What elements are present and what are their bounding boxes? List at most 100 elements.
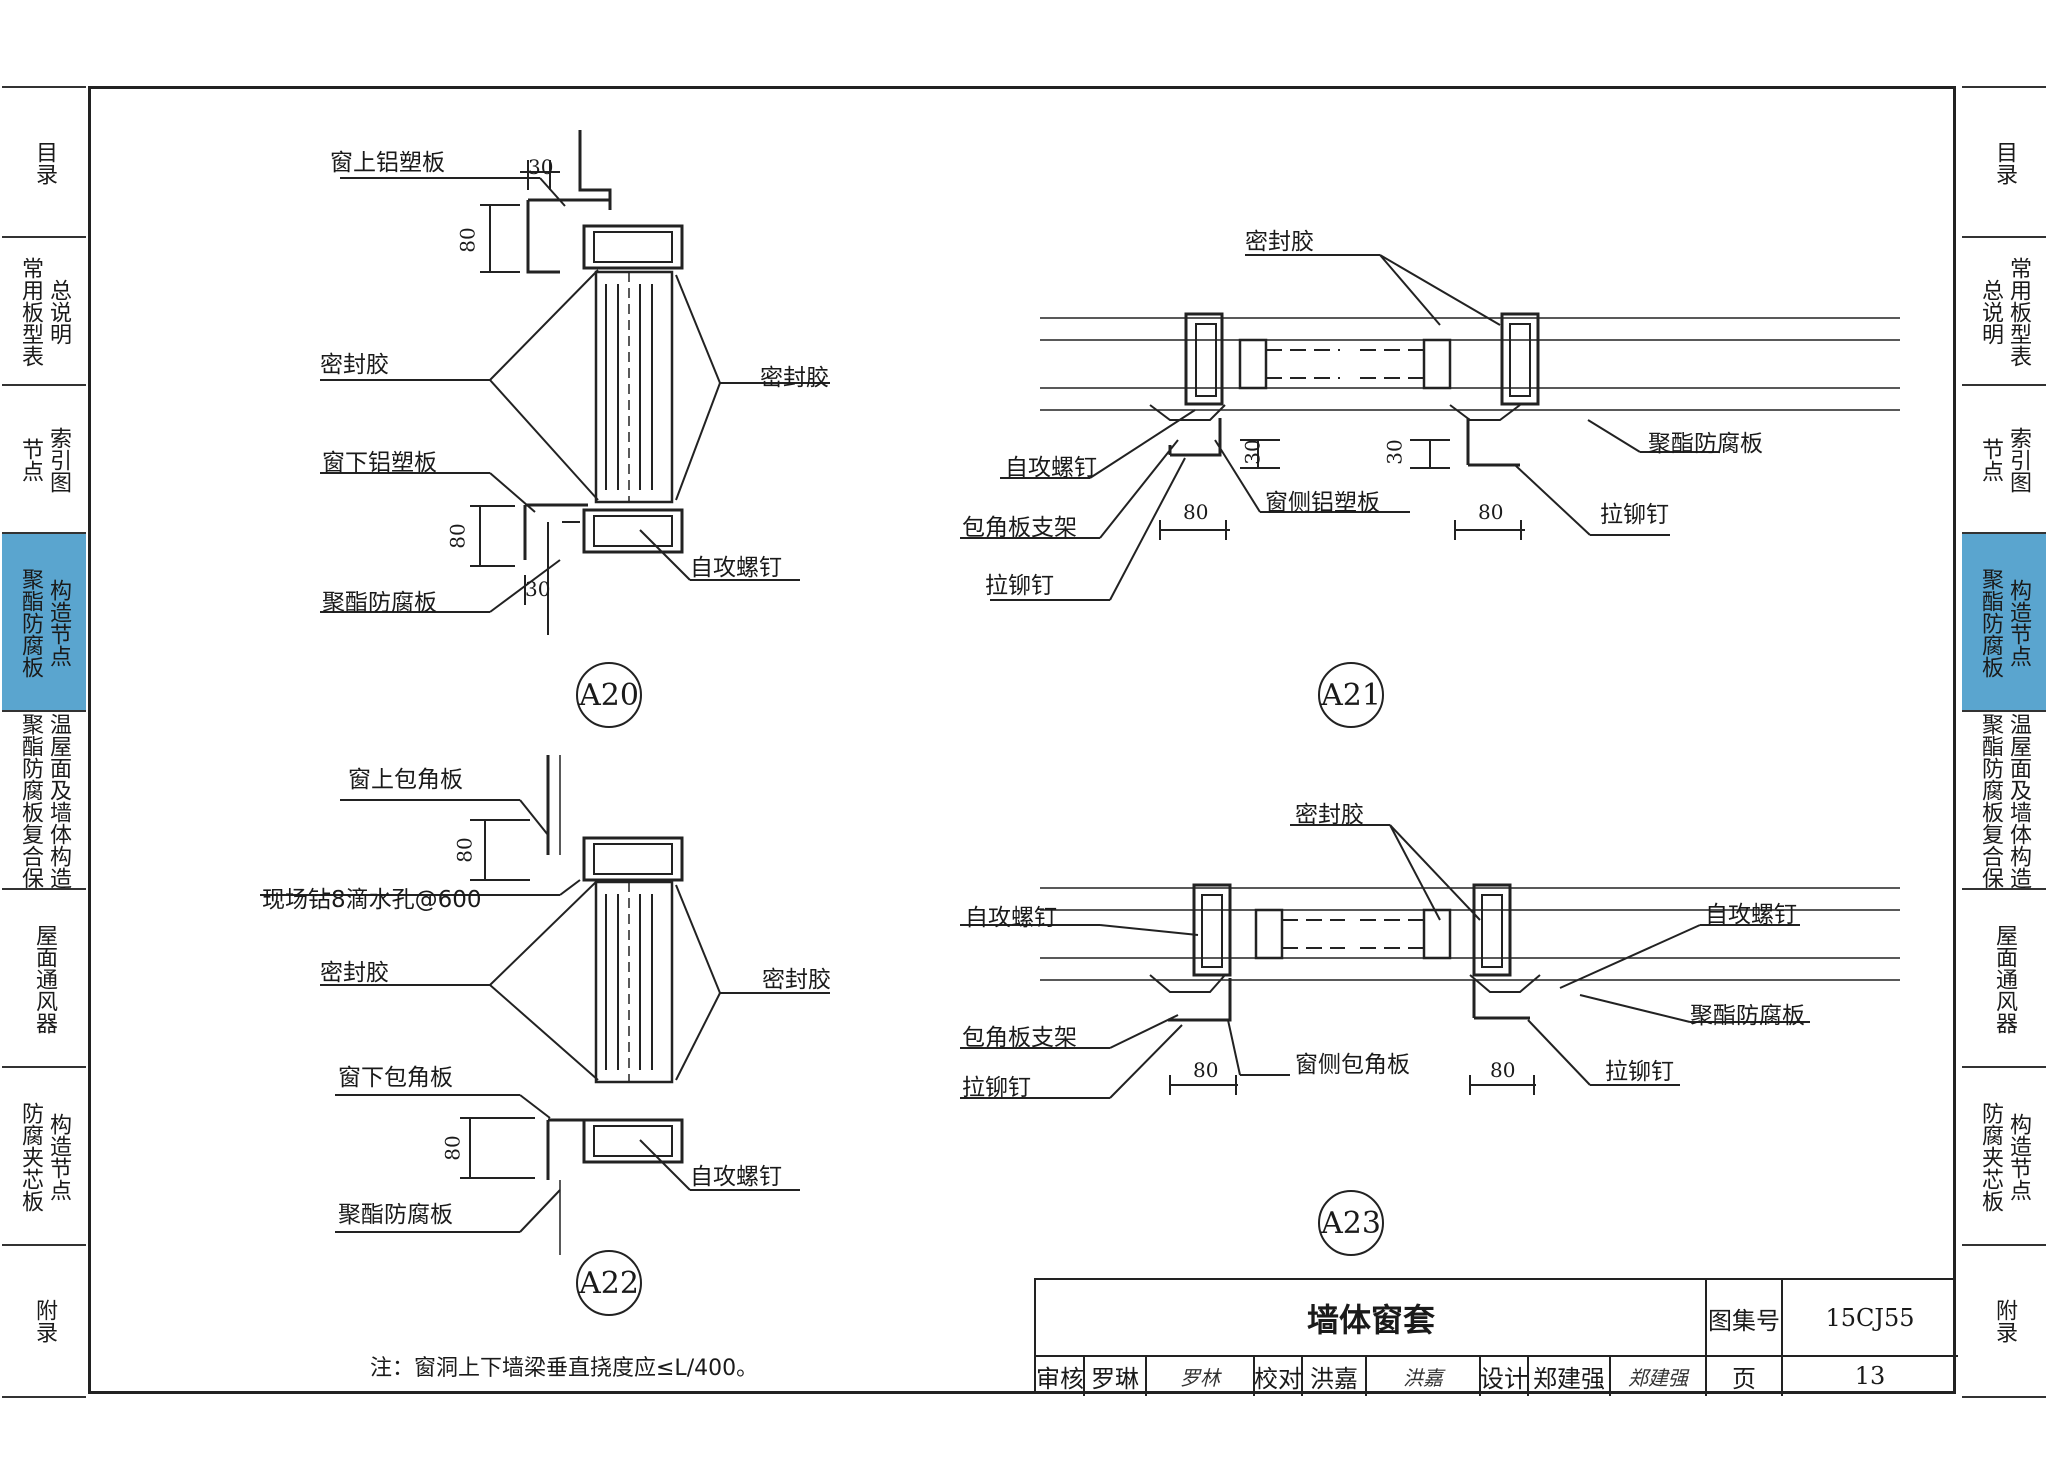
- a20-dim-h2: 80: [445, 523, 470, 549]
- tab-label: 构造节点: [2006, 1113, 2031, 1201]
- a20-sealant-right-label: 密封胶: [760, 365, 829, 391]
- detail-a20-lines: [320, 130, 830, 635]
- a20-dim-bottom: 30: [525, 577, 551, 601]
- tab-general[interactable]: 总说明常用板型表: [1962, 236, 2046, 386]
- tab-label: 索引图: [2006, 427, 2031, 493]
- a23-side-trim-label: 窗侧包角板: [1295, 1052, 1410, 1078]
- designer-name: 郑建强: [1533, 1364, 1605, 1393]
- tab-node-index[interactable]: 节点索引图: [2, 384, 86, 534]
- title-block: 墙体窗套 图集号 15CJ55 审核 罗琳 罗林 校对 洪嘉 洪嘉 设计 郑建强…: [1034, 1278, 1958, 1396]
- review-label: 审核: [1036, 1364, 1084, 1393]
- atlas-label: 图集号: [1708, 1306, 1780, 1335]
- a21-wall-panel-label: 聚酯防腐板: [1648, 431, 1763, 457]
- tab-composite[interactable]: 聚酯防腐板复合保温屋面及墙体构造: [2, 710, 86, 890]
- tab-ventilator[interactable]: 屋面通风器: [1962, 888, 2046, 1068]
- a21-dim-w2: 80: [1478, 500, 1504, 524]
- tab-label: 目录: [1992, 141, 2017, 185]
- tab-appendix[interactable]: 附录: [2, 1244, 86, 1398]
- a22-dim-h1: 80: [452, 837, 477, 863]
- tab-label: 常用板型表: [2006, 257, 2031, 367]
- checker-name: 洪嘉: [1310, 1364, 1358, 1393]
- a20-sealant-left-label: 密封胶: [320, 352, 389, 378]
- a22-sealant-left-label: 密封胶: [320, 960, 389, 986]
- checker-signature: 洪嘉: [1403, 1365, 1443, 1390]
- a21-rivet-left-label: 拉铆钉: [985, 573, 1054, 599]
- a23-screw-right-label: 自攻螺钉: [1705, 902, 1797, 928]
- detail-a23-lines: [960, 824, 1900, 1099]
- a22-dim-h2: 80: [440, 1135, 465, 1161]
- tab-label: 屋面通风器: [32, 924, 57, 1034]
- a21-side-panel-label: 窗侧铝塑板: [1265, 490, 1380, 516]
- page-number: 13: [1854, 1362, 1886, 1390]
- tab-general[interactable]: 常用板型表总说明: [2, 236, 86, 386]
- tab-appendix[interactable]: 附录: [1962, 1244, 2046, 1398]
- tab-label: 防腐夹芯板: [1978, 1102, 2003, 1212]
- tab-label: 聚酯防腐板: [1978, 568, 2003, 678]
- a23-dim-w1: 80: [1193, 1058, 1219, 1082]
- a21-screw-label: 自攻螺钉: [1005, 455, 1097, 481]
- drawing-note: 注：窗洞上下墙梁垂直挠度应≤L/400。: [370, 1356, 759, 1381]
- a23-wall-panel-label: 聚酯防腐板: [1690, 1003, 1805, 1029]
- tab-label: 构造节点: [2006, 579, 2031, 667]
- a23-sealant-label: 密封胶: [1295, 802, 1364, 828]
- tab-label: 常用板型表: [18, 257, 43, 367]
- tab-label: 温屋面及墙体构造: [2006, 713, 2031, 889]
- tab-label: 聚酯防腐板复合保: [1978, 713, 2003, 889]
- a20-dim-h1: 80: [455, 227, 480, 253]
- tab-node-index[interactable]: 节点索引图: [1962, 384, 2046, 534]
- tab-label: 构造节点: [46, 579, 71, 667]
- tab-polyester-nodes[interactable]: 聚酯防腐板构造节点: [2, 532, 86, 712]
- a23-dim-w2: 80: [1490, 1058, 1516, 1082]
- a22-bottom-trim-label: 窗下包角板: [338, 1065, 453, 1091]
- title-block-grid: [1036, 1280, 1958, 1396]
- tab-label: 节点: [18, 438, 43, 482]
- reviewer-signature: 罗林: [1180, 1365, 1220, 1390]
- a22-top-trim-label: 窗上包角板: [348, 767, 463, 793]
- tab-composite[interactable]: 聚酯防腐板复合保温屋面及墙体构造: [1962, 710, 2046, 890]
- title-block-title: 墙体窗套: [1306, 1301, 1435, 1339]
- tab-label: 构造节点: [46, 1113, 71, 1201]
- a23-rivet-right-label: 拉铆钉: [1605, 1059, 1674, 1085]
- tab-label: 聚酯防腐板复合保: [18, 713, 43, 889]
- a21-dim-h1: 30: [1240, 439, 1265, 465]
- tab-contents[interactable]: 目录: [1962, 86, 2046, 238]
- a20-screw-label: 自攻螺钉: [690, 555, 782, 581]
- tab-label: 索引图: [46, 427, 71, 493]
- design-label: 设计: [1480, 1364, 1528, 1393]
- check-label: 校对: [1254, 1364, 1302, 1393]
- a21-detail-tag: A21: [1318, 662, 1384, 728]
- a21-dim-w1: 80: [1183, 500, 1209, 524]
- a22-drip-hole-label: 现场钻8滴水孔@600: [262, 887, 482, 913]
- a23-detail-tag: A23: [1318, 1190, 1384, 1256]
- detail-a21-lines: [960, 254, 1900, 601]
- tab-sandwich[interactable]: 防腐夹芯板构造节点: [1962, 1066, 2046, 1246]
- a20-top-panel-label: 窗上铝塑板: [330, 150, 445, 176]
- atlas-number: 15CJ55: [1825, 1304, 1915, 1332]
- tab-sandwich[interactable]: 防腐夹芯板构造节点: [2, 1066, 86, 1246]
- a22-screw-label: 自攻螺钉: [690, 1164, 782, 1190]
- tab-label: 屋面通风器: [1992, 924, 2017, 1034]
- a21-bracket-label: 包角板支架: [962, 515, 1077, 541]
- tab-label: 目录: [32, 141, 57, 185]
- tab-contents[interactable]: 目录: [2, 86, 86, 238]
- a22-detail-tag: A22: [576, 1250, 642, 1316]
- tab-label: 总说明: [46, 279, 71, 345]
- tab-label: 温屋面及墙体构造: [46, 713, 71, 889]
- tab-polyester-nodes[interactable]: 聚酯防腐板构造节点: [1962, 532, 2046, 712]
- a23-rivet-left-label: 拉铆钉: [962, 1075, 1031, 1101]
- tab-label: 节点: [1978, 438, 2003, 482]
- detail-a22-lines: [260, 755, 830, 1255]
- a20-detail-tag: A20: [576, 662, 642, 728]
- tab-label: 附录: [32, 1299, 57, 1343]
- a22-sealant-right-label: 密封胶: [762, 967, 831, 993]
- page-label: 页: [1732, 1364, 1756, 1393]
- tab-label: 附录: [1992, 1299, 2017, 1343]
- a23-screw-left-label: 自攻螺钉: [965, 905, 1057, 931]
- tab-ventilator[interactable]: 屋面通风器: [2, 888, 86, 1068]
- a21-sealant-label: 密封胶: [1245, 229, 1314, 255]
- a20-dim-top: 30: [528, 155, 554, 179]
- tab-label: 聚酯防腐板: [18, 568, 43, 678]
- drawing-frame: [88, 86, 1956, 1394]
- tab-label: 总说明: [1978, 279, 2003, 345]
